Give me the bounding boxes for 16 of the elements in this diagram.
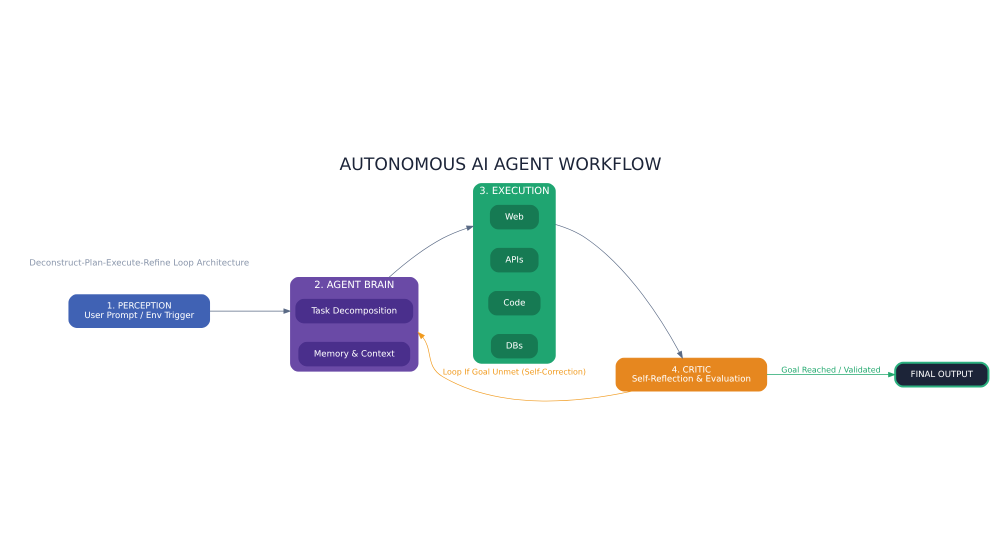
- node-box: DBs: [490, 334, 538, 358]
- label: Deconstruct-Plan-Execute-Refine Loop Architecture: [28, 258, 249, 269]
- node-box: Code: [488, 290, 540, 316]
- node-box: 1. PERCEPTION User Prompt / Env Trigger: [68, 294, 210, 328]
- arrow: [209, 308, 291, 314]
- diagram-title: AUTONOMOUS AI AGENT WORKFLOW: [339, 155, 661, 176]
- arrow: [416, 332, 632, 402]
- arrow: [388, 226, 474, 278]
- node-box: 4. CRITIC Self-Reflection & Evaluation: [615, 358, 767, 392]
- node-box: APIs: [490, 248, 538, 272]
- node-box: Task Decomposition: [294, 298, 413, 324]
- node-box: Memory & Context: [298, 342, 410, 366]
- node-box: FINAL OUTPUT: [894, 362, 989, 388]
- arrow: [766, 372, 896, 378]
- arrow: [554, 224, 682, 359]
- node-box: Web: [489, 204, 538, 230]
